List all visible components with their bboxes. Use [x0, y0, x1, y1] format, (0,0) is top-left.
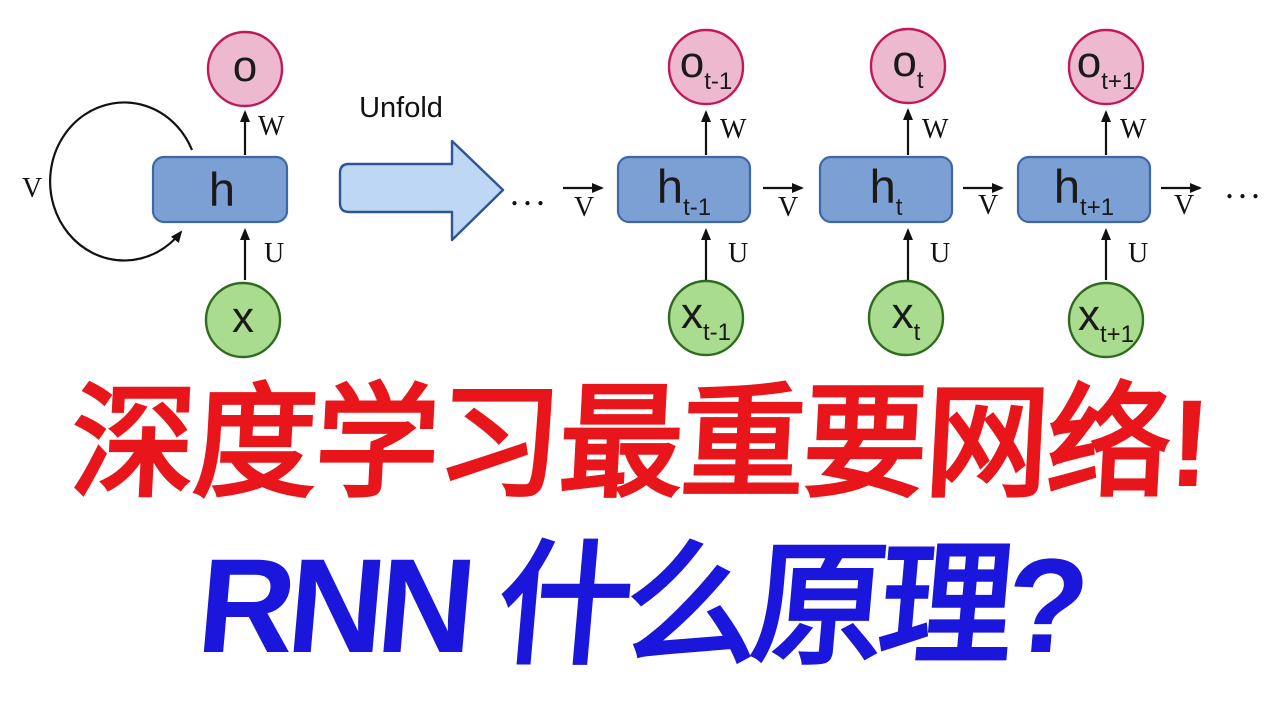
timestep-t: W ot ht U xt V: [818, 27, 1004, 357]
output-node-label: ot-1: [680, 38, 733, 95]
input-node: [1067, 281, 1145, 359]
caption-line2: RNN 什么原理?: [192, 532, 1088, 681]
hidden-node: [151, 155, 289, 224]
ellipsis-left: ...: [510, 173, 549, 213]
unfolded-rnn: ... V W ot-1 ht-1 U xt-1 V: [510, 27, 1264, 359]
w-weight-label: W: [720, 114, 747, 145]
input-subscript: t: [914, 319, 921, 346]
input-label: x: [892, 289, 914, 338]
hidden-node: [616, 155, 752, 224]
u-weight-label: U: [264, 238, 284, 269]
hidden-node: [1016, 155, 1152, 224]
input-node: [204, 281, 282, 359]
rnn-unfold-diagram: V W o h U x Unfold ... V W: [22, 27, 1264, 359]
hidden-node: [818, 155, 954, 224]
unfold-block-arrow-icon: [338, 139, 505, 242]
input-node-label: xt: [892, 289, 921, 346]
output-label: o: [680, 38, 704, 87]
output-label: o: [892, 37, 916, 86]
hidden-node-label: ht-1: [657, 160, 711, 221]
input-label: x: [681, 289, 703, 338]
timestep-t-plus-1: W ot+1 ht+1 U xt+1 V: [1016, 28, 1202, 359]
v-weight-label: V: [978, 190, 998, 221]
hidden-node-label: ht+1: [1054, 160, 1114, 221]
output-subscript: t: [917, 67, 924, 94]
ellipsis-right: ...: [1225, 166, 1264, 206]
recurrent-loop-arrow: [49, 101, 194, 262]
timestep-t-minus-1: W ot-1 ht-1 U xt-1 V: [616, 28, 804, 357]
w-weight-label: W: [258, 111, 285, 142]
input-node-label: xt-1: [681, 289, 731, 346]
w-weight-label: W: [1120, 114, 1147, 145]
input-node: [667, 279, 745, 357]
v-weight-label: V: [574, 192, 594, 223]
v-weight-label: V: [778, 192, 798, 223]
output-subscript: t-1: [704, 68, 732, 95]
folded-rnn: V W o h U x: [22, 30, 289, 359]
output-node: [206, 30, 284, 108]
output-label: o: [1077, 38, 1101, 87]
output-node: [869, 27, 947, 105]
output-node-label: o: [233, 42, 257, 91]
output-subscript: t+1: [1101, 68, 1135, 95]
hidden-subscript: t-1: [683, 194, 711, 221]
input-node: [867, 279, 945, 357]
input-label: x: [1078, 291, 1100, 340]
hidden-node-label: ht: [870, 160, 903, 221]
unfold-label: Unfold: [359, 92, 443, 124]
unfold-indicator: Unfold: [338, 92, 505, 242]
hidden-label: h: [1054, 160, 1080, 213]
w-weight-label: W: [922, 114, 949, 145]
hidden-label: h: [657, 160, 683, 213]
v-weight-label: V: [1174, 190, 1194, 221]
u-weight-label: U: [728, 238, 748, 269]
output-node: [667, 28, 745, 106]
input-subscript: t-1: [703, 319, 731, 346]
hidden-subscript: t+1: [1080, 194, 1114, 221]
output-node: [1067, 28, 1145, 106]
input-node-label: xt+1: [1078, 291, 1134, 348]
hidden-label: h: [870, 160, 896, 213]
input-subscript: t+1: [1100, 321, 1134, 348]
output-node-label: ot: [892, 37, 923, 94]
hidden-node-label: h: [209, 163, 235, 216]
hidden-subscript: t: [896, 194, 903, 221]
u-weight-label: U: [930, 238, 950, 269]
input-node-label: x: [232, 293, 254, 342]
v-weight-label: V: [22, 173, 42, 204]
caption-line1: 深度学习最重要网络!: [67, 375, 1213, 513]
output-node-label: ot+1: [1077, 38, 1136, 95]
u-weight-label: U: [1128, 238, 1148, 269]
